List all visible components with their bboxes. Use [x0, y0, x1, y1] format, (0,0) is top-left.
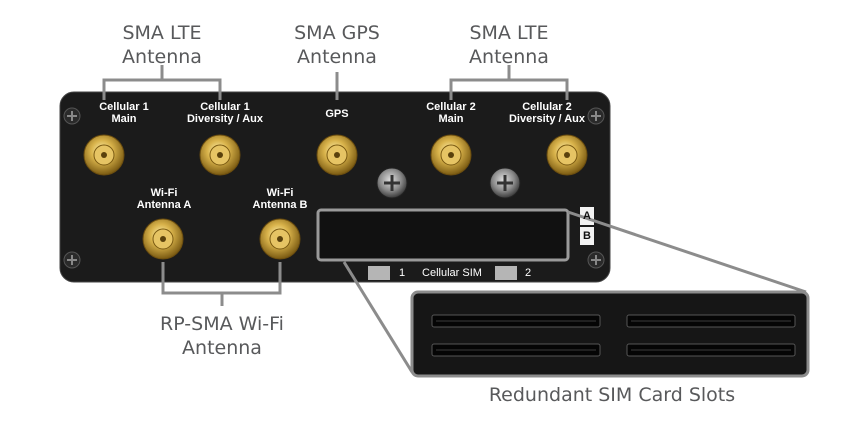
label-line-1: Cellular 1	[200, 101, 250, 113]
slot-b-badge	[580, 227, 594, 245]
sma-connector-icon	[83, 134, 125, 176]
label-cellular1-diversity: Cellular 1 Diversity / Aux	[180, 101, 270, 125]
label-gps: GPS	[312, 108, 362, 120]
callout-line-2: Antenna	[122, 46, 202, 68]
label-line-1: Wi-Fi	[266, 187, 294, 199]
label-wifi-b: Wi-Fi Antenna B	[244, 187, 316, 211]
label-cellular2-main: Cellular 2 Main	[411, 101, 491, 125]
callout-line-1: SMA LTE	[469, 22, 549, 44]
screw-icon	[376, 167, 408, 199]
sim-tab-1	[368, 266, 390, 280]
sim-slots-closeup	[410, 290, 810, 378]
callout-sim-slots: Redundant SIM Card Slots	[440, 383, 784, 407]
label-line-2: Diversity / Aux	[508, 113, 585, 125]
label-line-2: Main	[438, 113, 464, 125]
label-line-1: GPS	[325, 108, 349, 120]
sim-slot-panel	[316, 208, 570, 262]
rp-sma-connector-icon	[142, 218, 184, 260]
callout-sma-lte-left: SMA LTE Antenna	[104, 21, 220, 69]
callout-line-2: Antenna	[297, 46, 377, 68]
corner-screw-icon	[587, 251, 605, 269]
corner-screw-icon	[63, 251, 81, 269]
rp-sma-connector-icon	[259, 218, 301, 260]
label-line-1: Cellular 2	[522, 101, 572, 113]
callout-line-2: Antenna	[182, 337, 262, 359]
label-sim-slot-1: 1	[398, 267, 406, 279]
label-slot-b: B	[583, 230, 591, 242]
callout-lines	[102, 65, 807, 373]
callout-sma-lte-right: SMA LTE Antenna	[451, 21, 567, 69]
callout-sma-gps: SMA GPS Antenna	[279, 21, 395, 69]
screw-icon	[489, 167, 521, 199]
label-sim-slot-2: 2	[524, 267, 532, 279]
sma-connector-icon	[430, 134, 472, 176]
label-line-2: Main	[111, 113, 137, 125]
callout-line-1: SMA GPS	[294, 22, 380, 44]
callout-line-1: SMA LTE	[122, 22, 202, 44]
label-line-2: Antenna B	[252, 199, 308, 211]
label-cellular1-main: Cellular 1 Main	[84, 101, 164, 125]
callout-line-1: Redundant SIM Card Slots	[488, 384, 736, 406]
label-line-1: Wi-Fi	[150, 187, 178, 199]
callout-rp-sma-wifi: RP-SMA Wi-Fi Antenna	[144, 312, 300, 360]
label-cellular2-diversity: Cellular 2 Diversity / Aux	[499, 101, 595, 125]
callout-line-2: Antenna	[469, 46, 549, 68]
sma-connector-icon	[199, 134, 241, 176]
corner-screw-icon	[587, 107, 605, 125]
sma-connector-icon	[316, 134, 358, 176]
corner-screw-icon	[63, 107, 81, 125]
label-cellular-sim: Cellular SIM	[422, 267, 482, 279]
sim-card-slot	[431, 314, 601, 357]
sma-connector-icon	[546, 134, 588, 176]
label-line-2: Antenna A	[136, 199, 192, 211]
label-line-2: Diversity / Aux	[186, 113, 263, 125]
label-line-1: Cellular 1	[99, 101, 149, 113]
label-wifi-a: Wi-Fi Antenna A	[128, 187, 200, 211]
sim-card-slot	[626, 314, 796, 357]
label-slot-a: A	[583, 210, 591, 222]
label-line-1: Cellular 2	[426, 101, 476, 113]
sim-tab-2	[495, 266, 517, 280]
callout-line-1: RP-SMA Wi-Fi	[160, 313, 284, 335]
